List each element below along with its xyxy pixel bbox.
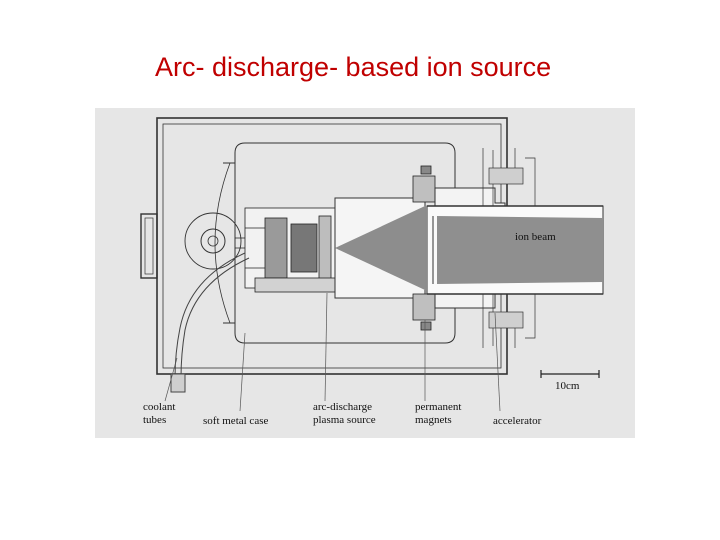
scale-bar bbox=[540, 370, 600, 378]
permanent-magnets bbox=[412, 165, 436, 331]
ion-beam-label: ion beam bbox=[515, 231, 556, 243]
callout-arc-line2: plasma source bbox=[313, 414, 376, 426]
coolant-tubes bbox=[170, 252, 250, 393]
callout-accel-line1: accelerator bbox=[493, 415, 542, 427]
scale-label: 10cm bbox=[555, 380, 580, 392]
callout-leaders bbox=[164, 292, 501, 412]
beam-tube bbox=[426, 205, 604, 295]
callout-case-line1: soft metal case bbox=[203, 415, 268, 427]
conical-chamber bbox=[334, 197, 426, 299]
circular-feature bbox=[184, 212, 242, 270]
callout-magnets-line2: magnets bbox=[415, 414, 452, 426]
callout-coolant-line2: tubes bbox=[143, 414, 166, 426]
inner-housing bbox=[214, 142, 456, 344]
ion-source-diagram: ion beam 10cm coolant tubes soft metal c… bbox=[95, 108, 635, 438]
slide-title: Arc- discharge- based ion source bbox=[155, 52, 552, 82]
callout-coolant-line1: coolant bbox=[143, 401, 175, 413]
case-handle bbox=[140, 213, 158, 279]
arc-source-assembly bbox=[235, 207, 336, 293]
callout-magnets-line1: permanent bbox=[415, 401, 461, 413]
callout-arc-line1: arc-discharge bbox=[313, 401, 372, 413]
